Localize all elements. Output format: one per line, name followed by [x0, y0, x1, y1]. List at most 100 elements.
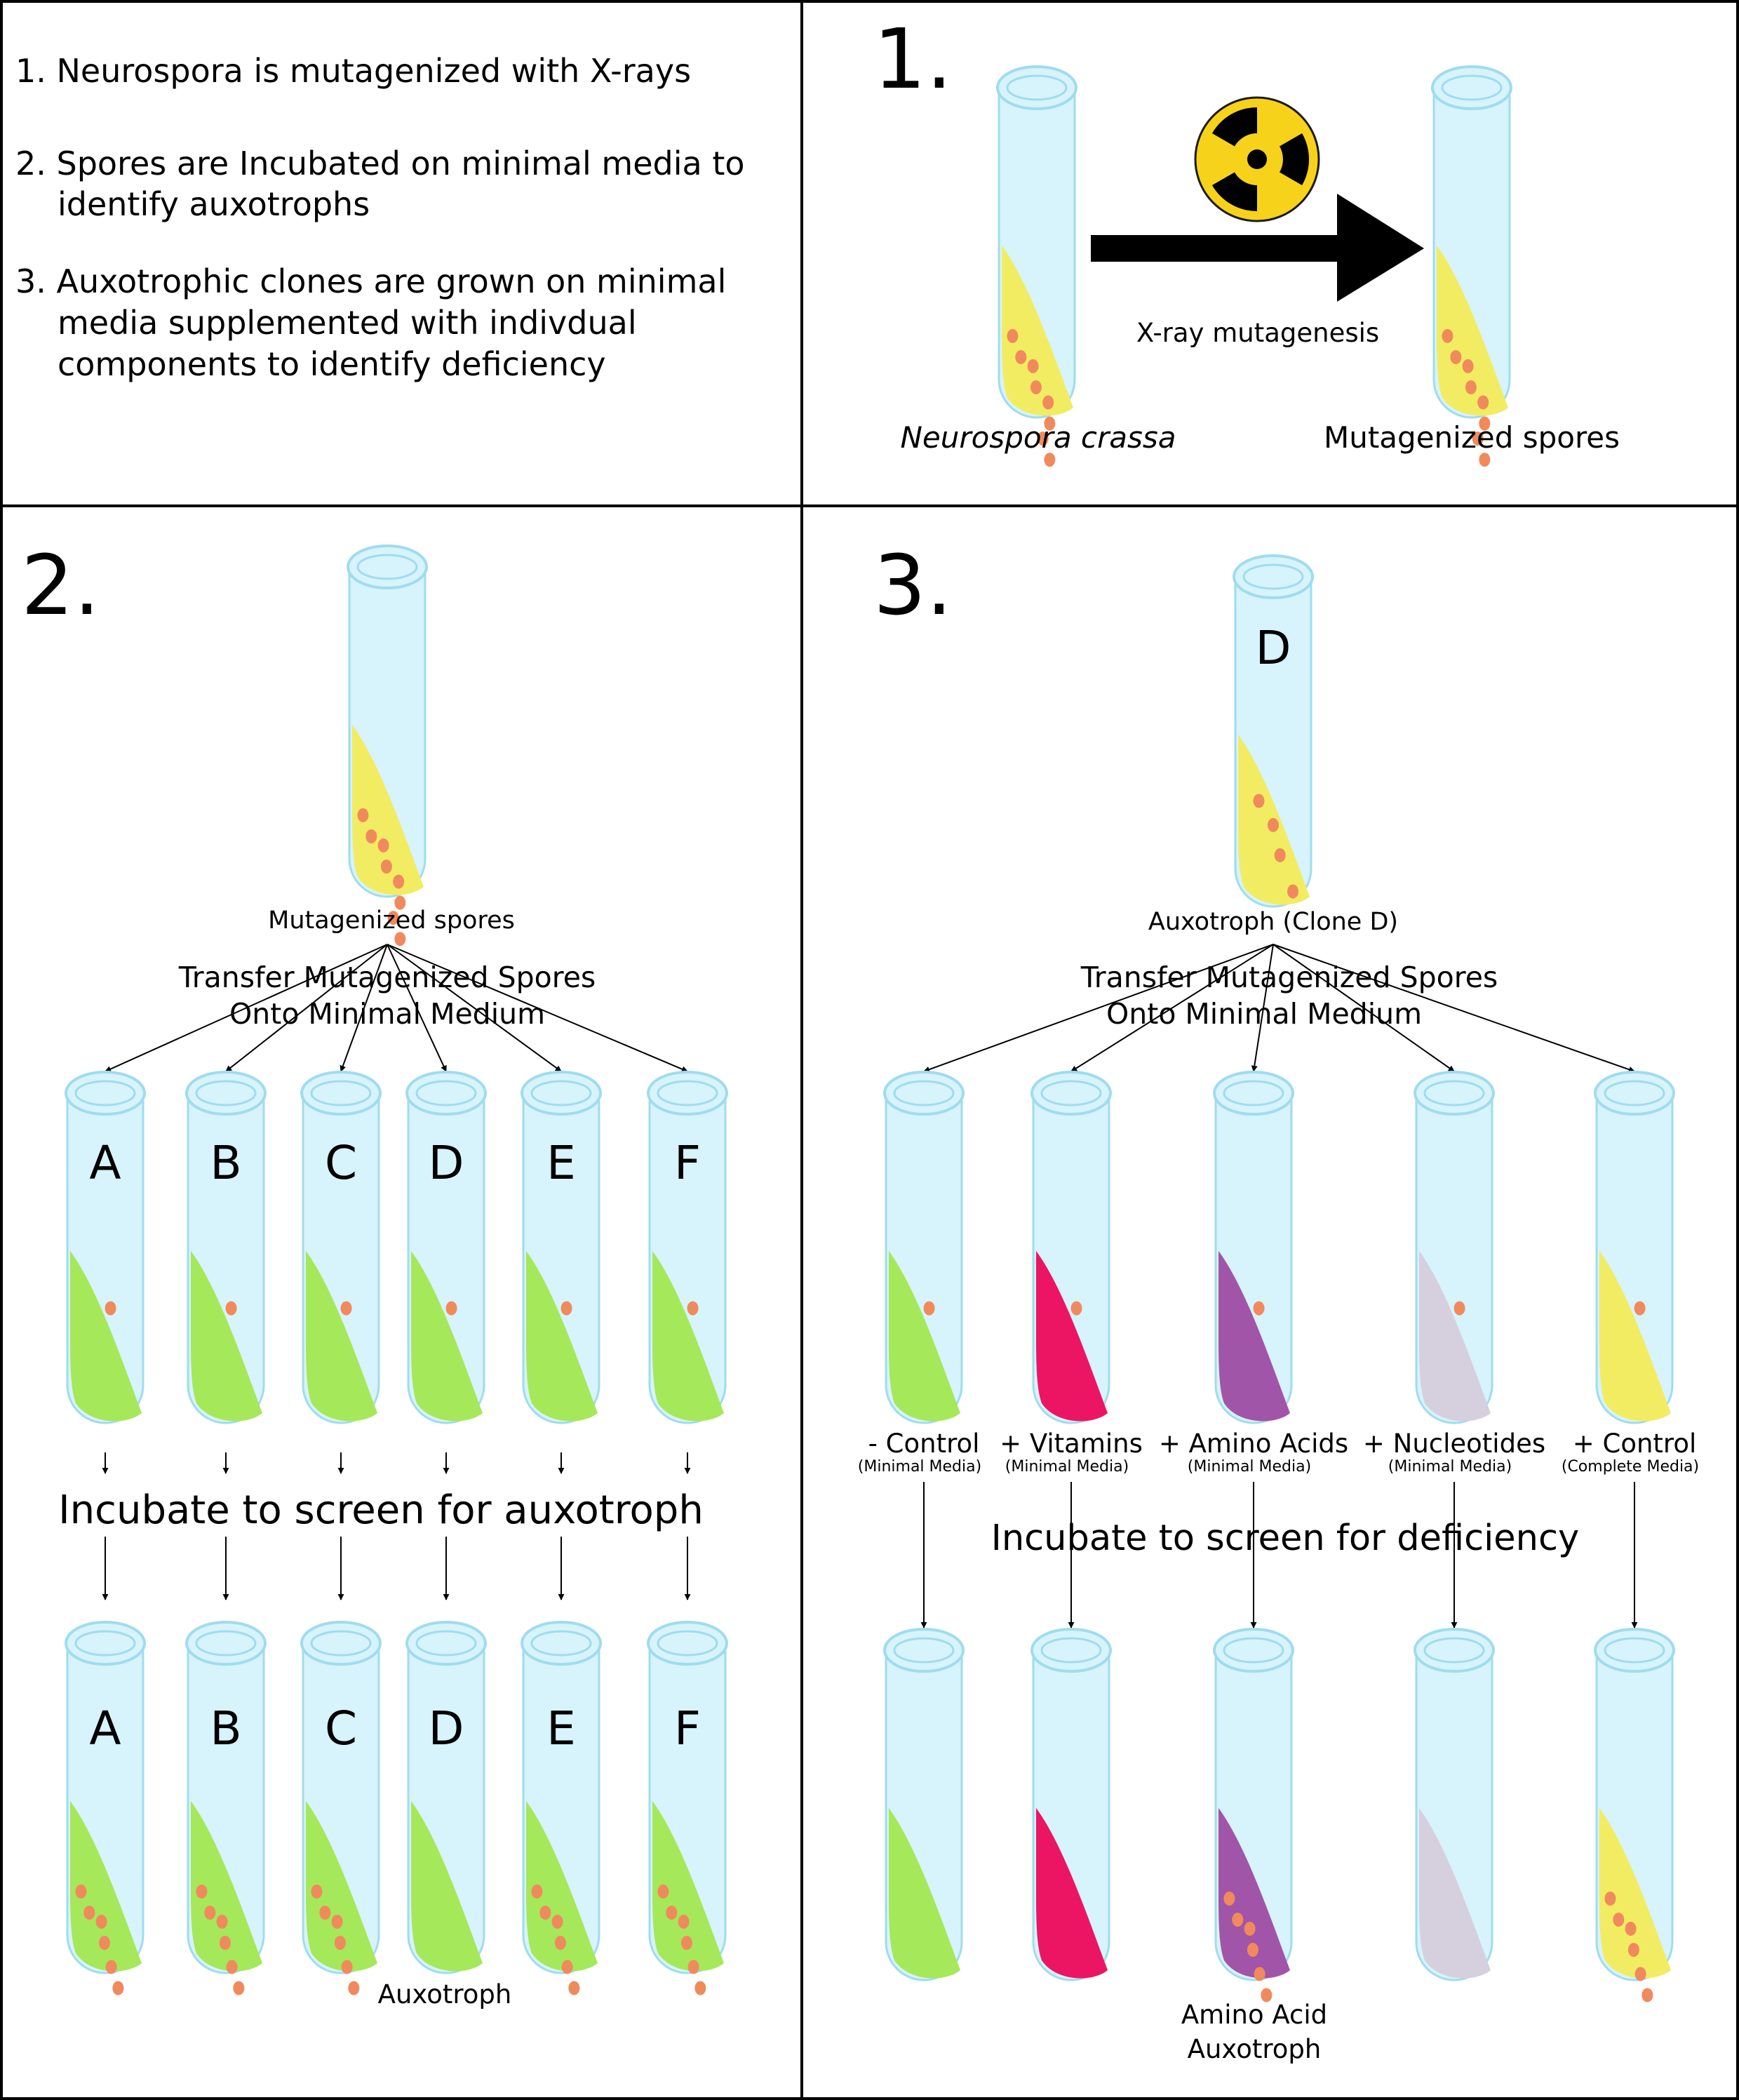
mutagenized-spores-caption: Mutagenized spores [1324, 420, 1620, 455]
spore [204, 1906, 216, 1920]
spore [1613, 1913, 1625, 1927]
incubated-tube-D: D [405, 1621, 487, 1974]
spore [1450, 350, 1462, 364]
tube-letter: C [325, 1136, 357, 1190]
flow-arrow [1251, 944, 1274, 1072]
growth-medium [652, 1800, 724, 1972]
radiation-icon [1194, 96, 1320, 222]
spore [678, 1914, 690, 1929]
spore [1044, 453, 1056, 467]
panel-2-number: 2. [21, 537, 100, 634]
condition-media-label: (Minimal Media) [1188, 1458, 1311, 1476]
spore [923, 1301, 935, 1316]
spore [216, 1914, 228, 1929]
mutagenesis-arrow-head [1337, 194, 1424, 302]
growth-medium [306, 1800, 377, 1972]
growth-medium [1599, 1250, 1671, 1422]
growth-medium [411, 1250, 483, 1422]
growth-medium [1002, 245, 1073, 416]
panel-3-transfer-line2: Onto Minimal Medium [1106, 997, 1422, 1031]
spore [1223, 1891, 1235, 1906]
panel-3-transfer-line1: Transfer Mutagenized Spores [1080, 961, 1498, 994]
condition-media-label: (Minimal Media) [1388, 1458, 1512, 1476]
flow-arrow [387, 944, 447, 1072]
panel-2-transfer-line2: Onto Minimal Medium [229, 997, 545, 1031]
spore [1261, 1988, 1273, 2002]
condition-tube-1 [883, 1071, 965, 1424]
screened-tube-4 [1414, 1628, 1495, 1981]
tube-letter: D [1256, 621, 1291, 675]
spore [1625, 1921, 1637, 1936]
tube-letter: C [325, 1701, 357, 1755]
tube-letter: B [210, 1701, 241, 1755]
screened-tube-2 [1030, 1628, 1112, 1981]
growth-medium [306, 1250, 377, 1422]
flow-arrow [105, 944, 388, 1072]
tube-letter: A [89, 1136, 121, 1190]
screened-tube-5 [1594, 1628, 1675, 2002]
spore [657, 1884, 669, 1899]
panel-3-incubate-label: Incubate to screen for deficiency [991, 1518, 1579, 1559]
minimal-tube-E: E [521, 1071, 602, 1424]
tube-letter: D [429, 1136, 464, 1190]
panel-2-transfer-line1: Transfer Mutagenized Spores [178, 961, 596, 994]
spore [105, 1960, 117, 1974]
minimal-tube-C: C [300, 1071, 382, 1424]
growth-medium [889, 1250, 960, 1422]
mutagenesis-label: X-ray mutagenesis [1136, 318, 1379, 348]
spore [105, 1301, 116, 1316]
spore [1030, 380, 1042, 394]
spore [233, 1981, 245, 1995]
growth-medium [1419, 1250, 1491, 1422]
panel-3-number: 3. [873, 537, 953, 634]
step-1: 1. Neurospora is mutagenized with X-rays [15, 52, 691, 90]
spore [1479, 416, 1491, 431]
growth-medium [889, 1807, 960, 1979]
spore [226, 1960, 238, 1974]
spore [112, 1981, 124, 1995]
minimal-tube-F: F [647, 1071, 728, 1424]
spore [1247, 1943, 1258, 1957]
spore [380, 860, 392, 874]
flow-arrow [340, 944, 388, 1072]
spore [98, 1936, 110, 1950]
growth-medium [191, 1800, 262, 1972]
spore [1634, 1301, 1646, 1316]
panel-2-incubate-label: Incubate to screen for auxotroph [58, 1487, 704, 1533]
growth-medium [526, 1250, 598, 1422]
spore [311, 1884, 323, 1899]
spore [1287, 884, 1299, 899]
spore [1244, 1921, 1256, 1936]
neurospora-caption: Neurospora crassa [900, 420, 1176, 455]
growth-medium [1419, 1807, 1491, 1979]
spore [568, 1981, 580, 1995]
condition-label: + Amino Acids [1159, 1429, 1348, 1459]
panel-2-result-caption: Auxotroph [378, 1979, 512, 2009]
spore [1007, 328, 1019, 343]
panel-3-source-caption: Auxotroph (Clone D) [1148, 908, 1398, 936]
tube-letter: B [210, 1136, 241, 1190]
spore [341, 1960, 353, 1974]
growth-medium [411, 1800, 483, 1972]
spore [1641, 1988, 1653, 2002]
spore [445, 1301, 457, 1316]
panel-2-source-caption: Mutagenized spores [268, 907, 515, 935]
mutagenized-tube [1431, 65, 1512, 467]
incubated-tube-A: A [65, 1621, 146, 1995]
spore [75, 1884, 87, 1899]
spore [394, 895, 406, 910]
spore [680, 1936, 692, 1950]
flow-arrow [387, 944, 688, 1072]
step-3-cont2: components to identify deficiency [58, 345, 606, 383]
growth-medium [70, 1800, 142, 1972]
condition-label: - Control [868, 1429, 980, 1459]
tube-letter: F [674, 1701, 701, 1755]
spore [560, 1301, 572, 1316]
spore [1070, 1301, 1082, 1316]
panel-1-number: 1. [873, 11, 953, 107]
growth-medium [191, 1250, 262, 1422]
spore [1044, 416, 1056, 431]
condition-media-label: (Complete Media) [1562, 1458, 1699, 1476]
spore [1253, 794, 1265, 808]
spore [1015, 350, 1027, 364]
